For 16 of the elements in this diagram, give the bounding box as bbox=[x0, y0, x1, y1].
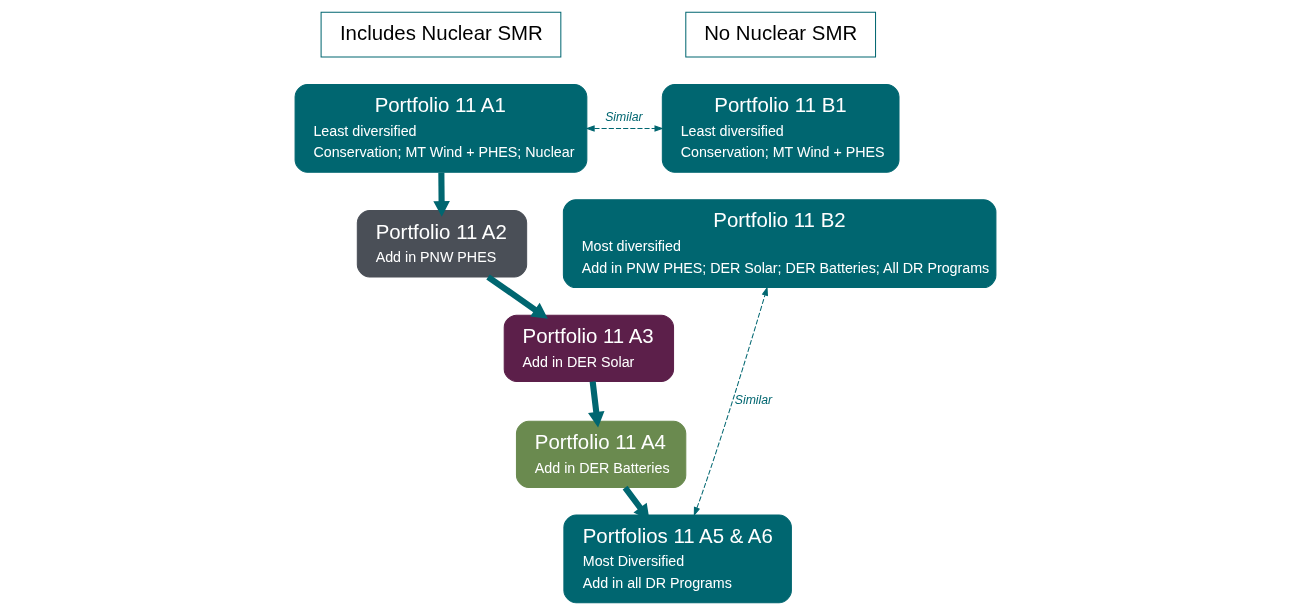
arrow bbox=[588, 381, 605, 428]
arrow bbox=[433, 172, 450, 217]
node-box: Portfolios 11 A5 & A6 Most Diversified Add in all DR Programs bbox=[563, 514, 792, 604]
node-box: Portfolio 11 B1 Least diversified Conservation; MT Wind + PHES bbox=[661, 84, 900, 173]
node-box: No Nuclear SMR bbox=[685, 11, 877, 58]
node-box: Portfolio 11 B2 Most diversified Add in PNW PHES; DER Solar; DER Batteries; All DR Programs bbox=[562, 199, 997, 289]
node-box: Portfolio 11 A1 Least diversified Conservation; MT Wind + PHES; Nuclear bbox=[294, 84, 588, 173]
arrow bbox=[693, 286, 768, 517]
arrow bbox=[486, 274, 548, 319]
node-box: Portfolio 11 A2 Add in PNW PHES bbox=[356, 210, 528, 278]
arrow bbox=[585, 125, 664, 132]
node-box: Includes Nuclear SMR bbox=[320, 11, 562, 58]
edge-label: Similar bbox=[734, 392, 773, 407]
edge-label: Similar bbox=[605, 109, 643, 124]
node-box: Portfolio 11 A4 Add in DER Batteries bbox=[515, 420, 687, 489]
node-box: Portfolio 11 A3 Add in DER Solar bbox=[503, 314, 675, 382]
